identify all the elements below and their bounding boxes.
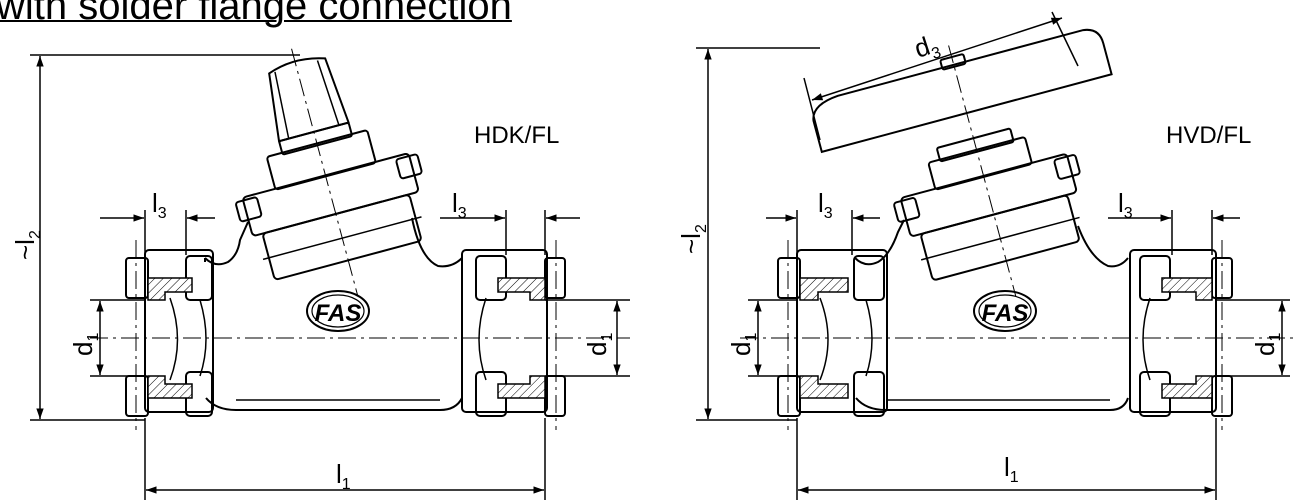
page-title: with solder flange connection: [0, 0, 512, 28]
dim-l1-right: l1: [1004, 452, 1019, 486]
centerlines-right: [740, 240, 1293, 430]
dim-d1-right-b: d1: [1250, 333, 1284, 356]
dimensions-left: [30, 54, 630, 500]
dim-l3-right-a: l3: [818, 188, 833, 222]
dim-l2-right: ~l2: [676, 224, 710, 254]
centerlines-left: [90, 240, 630, 430]
dim-d1-left-a: d1: [68, 333, 102, 356]
dim-d1-left-b: d1: [582, 333, 616, 356]
model-label-hvd: HVD/FL: [1166, 122, 1251, 149]
dim-l2-left: ~l2: [10, 230, 44, 260]
dim-d1-right-a: d1: [726, 333, 760, 356]
model-label-hdk: HDK/FL: [474, 122, 559, 149]
dim-l1-left: l1: [336, 459, 351, 493]
dim-l3-left-a: l3: [152, 188, 167, 222]
dim-l3-left-b: l3: [452, 188, 467, 222]
valve-drawing-hvd: [777, 28, 1233, 417]
valve-drawing-hdk: [125, 48, 566, 417]
fas-logo-right: FAS: [982, 300, 1029, 327]
dim-l3-right-b: l3: [1118, 188, 1133, 222]
dimensions-right: [696, 11, 1290, 500]
fas-logo: FAS: [315, 300, 362, 327]
